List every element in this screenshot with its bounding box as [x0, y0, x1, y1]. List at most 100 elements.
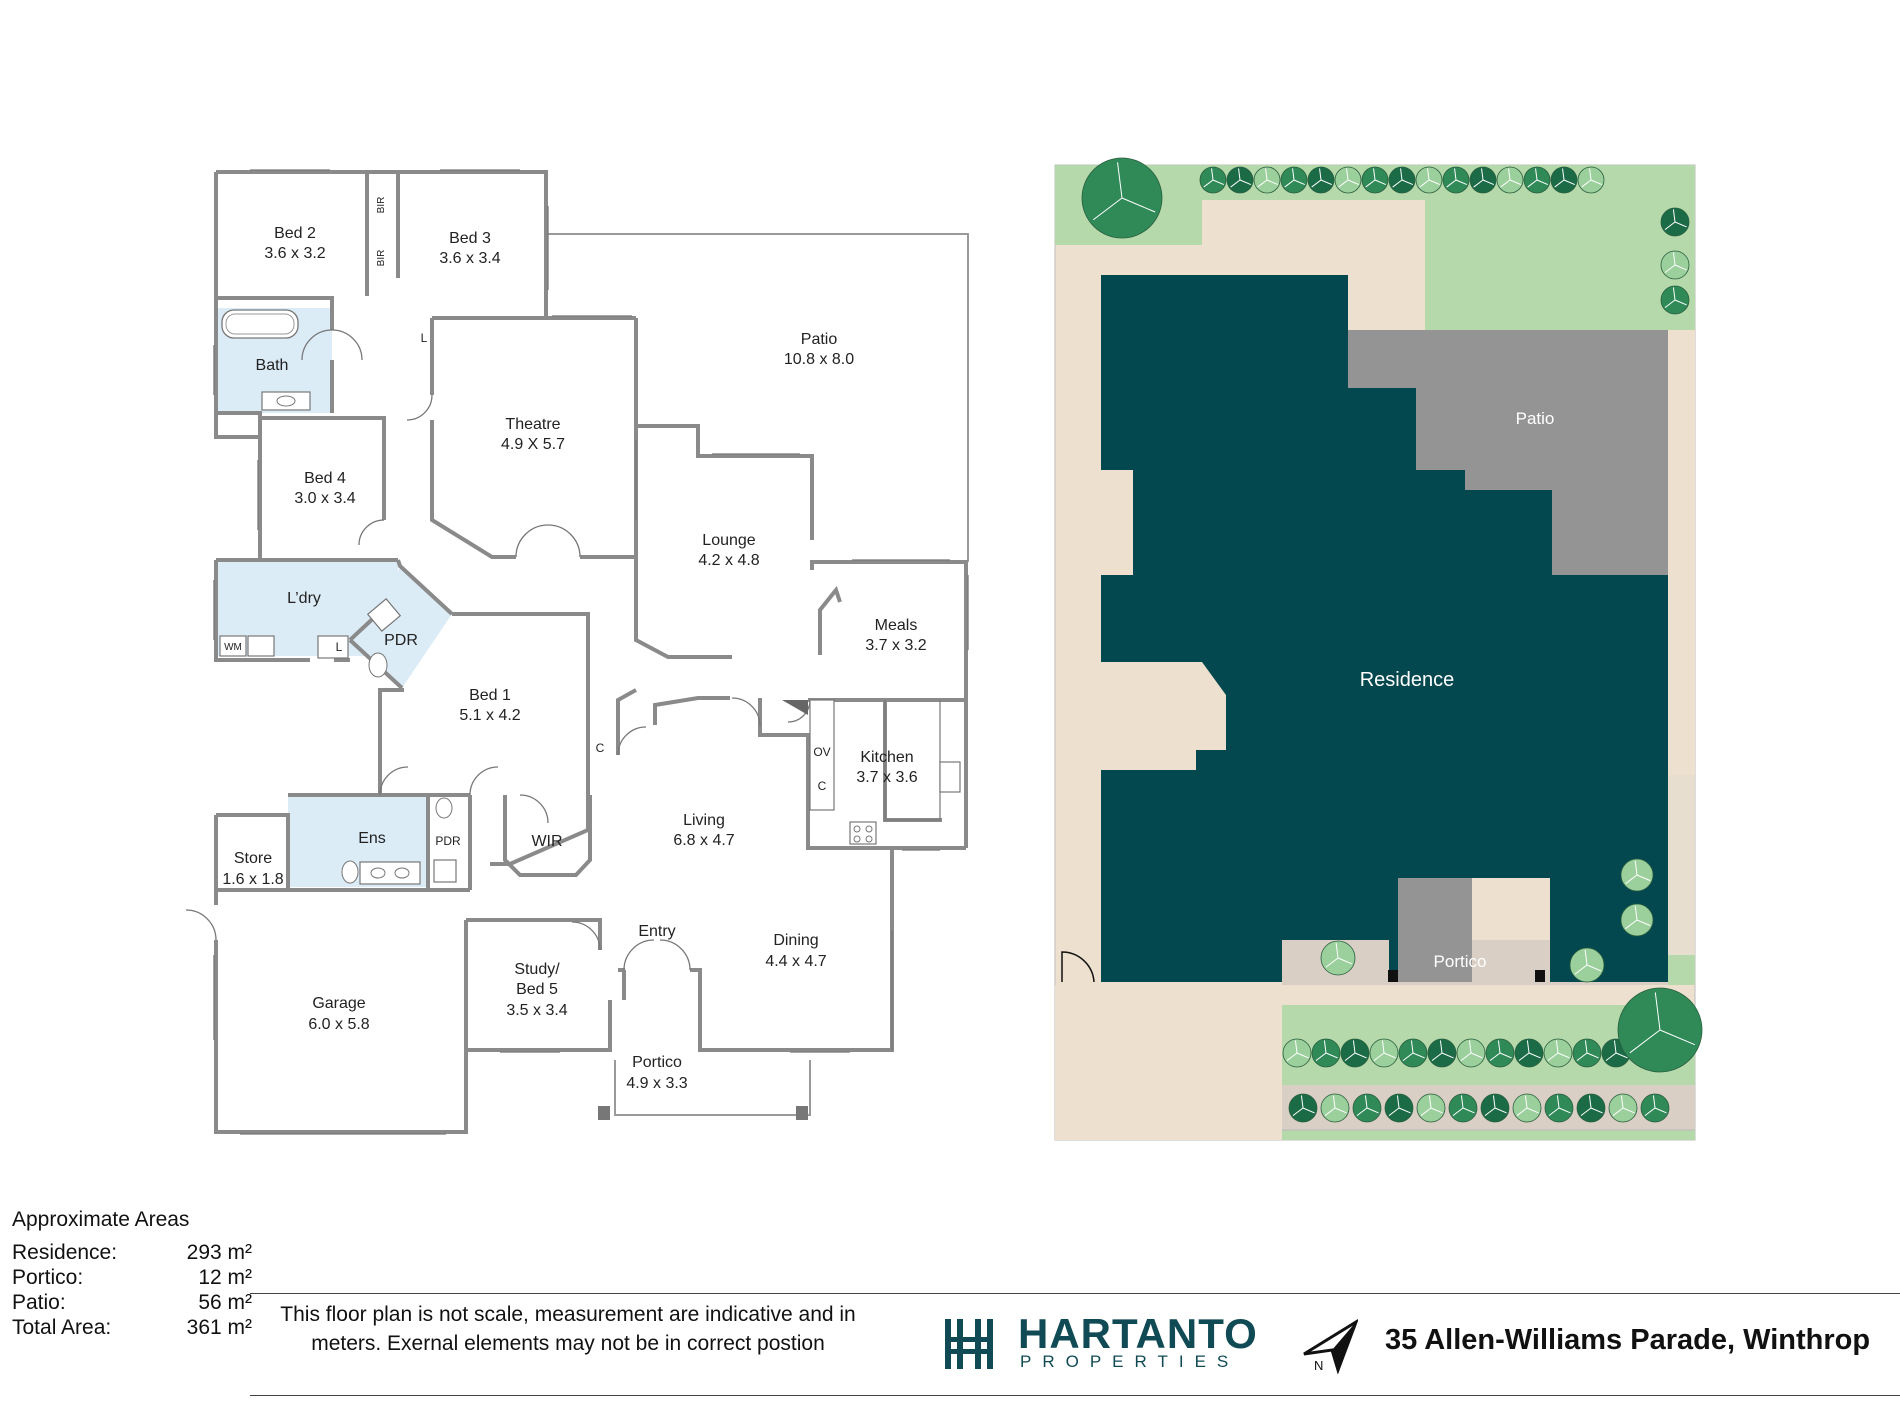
site-patio — [1348, 330, 1668, 575]
sink — [939, 761, 961, 793]
area-row-portico: Portico: 12 m² — [12, 1265, 252, 1290]
property-address: 35 Allen-Williams Parade, Winthrop — [1385, 1324, 1871, 1356]
room-name-bath: Bath — [256, 357, 289, 374]
tree-icon — [1384, 1093, 1414, 1123]
tree-icon — [1660, 285, 1690, 315]
brand-name: HARTANTO — [1018, 1310, 1258, 1357]
area-row-total: Total Area: 361 m² — [12, 1315, 252, 1340]
room-name-pdr2: PDR — [435, 834, 461, 848]
tree-icon — [1199, 166, 1227, 194]
area-value: 12 m² — [198, 1266, 252, 1289]
tree-icon — [1388, 166, 1416, 194]
site-gate — [1061, 951, 1095, 983]
room-name-dining: Dining — [773, 932, 818, 949]
tree-icon — [1469, 166, 1497, 194]
tree-icon — [1512, 1093, 1542, 1123]
tree-icon — [1550, 166, 1578, 194]
room-dims-bed1: 5.1 x 4.2 — [459, 707, 520, 724]
tree-icon — [1577, 166, 1605, 194]
linen-label: L — [421, 331, 428, 345]
area-row-residence: Residence: 293 m² — [12, 1240, 252, 1265]
portico-outline — [614, 1060, 811, 1116]
site-residence — [1101, 275, 1668, 982]
ensuite-vanity — [359, 861, 421, 885]
room-dims-study: 3.5 x 3.4 — [506, 1002, 567, 1019]
cupboard-label: C — [818, 779, 827, 793]
area-label: Portico: — [12, 1266, 84, 1289]
basin-pdr2 — [433, 859, 457, 883]
oven-label: OV — [813, 745, 830, 759]
room-dims-theatre: 4.9 X 5.7 — [501, 436, 565, 453]
room-name-ens: Ens — [358, 830, 386, 847]
toilet — [341, 860, 359, 884]
tree-icon — [1081, 157, 1163, 239]
tree-icon — [1369, 1038, 1399, 1068]
room-name-portico: Portico — [632, 1054, 682, 1071]
tree-icon — [1620, 858, 1654, 892]
basin — [370, 867, 386, 879]
tree-icon — [1416, 1093, 1446, 1123]
room-dims-living: 6.8 x 4.7 — [673, 832, 734, 849]
portico-post — [1388, 970, 1398, 982]
tree-icon — [1480, 1093, 1510, 1123]
tree-icon — [1496, 166, 1524, 194]
area-value: 361 m² — [186, 1316, 252, 1339]
bir-label: BIR — [376, 197, 387, 214]
portico-post — [796, 1106, 808, 1120]
trough — [247, 635, 275, 657]
trees — [1081, 157, 1703, 1123]
linen-cupboard — [317, 635, 349, 659]
floor-plan: BIR BIR L L C OV C WM Bed 2 3.6 x 3.2 Be… — [185, 169, 969, 1135]
bir-label: BIR — [376, 250, 387, 267]
site-portico — [1398, 878, 1472, 982]
tree-icon — [1415, 166, 1443, 194]
room-dims-kitchen: 3.7 x 3.6 — [856, 769, 917, 786]
approximate-areas: Approximate Areas Residence: 293 m² Port… — [12, 1208, 252, 1340]
doors — [185, 329, 811, 971]
tree-icon — [1398, 1038, 1428, 1068]
walls — [214, 170, 968, 1134]
tree-icon — [1576, 1093, 1606, 1123]
footer-divider — [250, 1395, 1900, 1396]
patio-outline — [548, 233, 969, 562]
tree-icon — [1485, 1038, 1515, 1068]
room-dims-bed2: 3.6 x 3.2 — [264, 245, 325, 262]
tree-icon — [1514, 1038, 1544, 1068]
brand-subtitle: PROPERTIES — [1020, 1352, 1240, 1371]
site-portico-label: Portico — [1434, 952, 1487, 971]
tree-icon — [1361, 166, 1389, 194]
windows — [213, 169, 969, 1135]
tree-icon — [1320, 1093, 1350, 1123]
basin-pdr — [366, 598, 402, 632]
washing-machine — [219, 635, 247, 657]
tree-icon — [1307, 166, 1335, 194]
room-dims-garage: 6.0 x 5.8 — [308, 1016, 369, 1033]
kitchen-bench — [884, 700, 941, 821]
basin — [276, 395, 296, 407]
tree-icon — [1617, 987, 1703, 1073]
site-patio-label: Patio — [1516, 409, 1555, 428]
room-dims-patio: 10.8 x 8.0 — [784, 351, 854, 368]
room-dims-bed4: 3.0 x 3.4 — [294, 490, 355, 507]
room-name-bed2: Bed 2 — [274, 225, 316, 242]
tree-icon — [1340, 1038, 1370, 1068]
portico-post — [1535, 970, 1545, 982]
room-name-bed4: Bed 4 — [304, 470, 346, 487]
tree-icon — [1280, 166, 1308, 194]
tree-icon — [1544, 1093, 1574, 1123]
area-row-patio: Patio: 56 m² — [12, 1290, 252, 1315]
tree-icon — [1608, 1093, 1638, 1123]
tree-icon — [1320, 940, 1356, 976]
tree-icon — [1253, 166, 1281, 194]
room-dims-lounge: 4.2 x 4.8 — [698, 552, 759, 569]
room-name-study: Study/ — [514, 961, 560, 978]
washer-label: WM — [224, 642, 242, 653]
tree-icon — [1448, 1093, 1478, 1123]
svg-text:N: N — [1314, 1358, 1323, 1373]
tree-icon — [1334, 166, 1362, 194]
room-name-wir: WIR — [531, 833, 562, 850]
tree-icon — [1660, 250, 1690, 280]
tree-icon — [1352, 1093, 1382, 1123]
tree-icon — [1282, 1038, 1312, 1068]
